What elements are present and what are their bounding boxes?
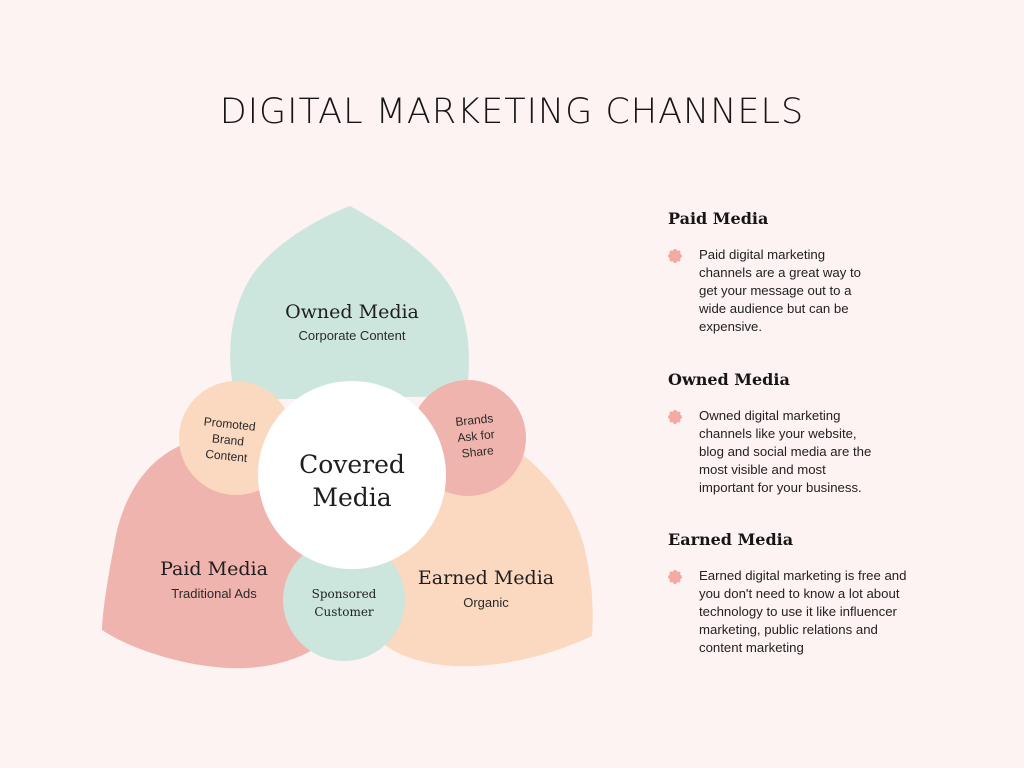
- description-line: Earned digital marketing is free and: [699, 568, 907, 583]
- center-line-1: Covered: [299, 450, 405, 479]
- promoted-line-3: Content: [205, 447, 249, 465]
- section-owned-media: Owned Media Owned digital marketing chan…: [668, 370, 958, 497]
- brands-line-3: Share: [461, 443, 495, 460]
- section-row: Paid digital marketing channels are a gr…: [668, 246, 958, 336]
- sponsored-line-1: Sponsored: [312, 587, 377, 601]
- owned-media-subtitle: Corporate Content: [299, 328, 406, 343]
- page-title: DIGITAL MARKETING CHANNELS: [219, 92, 805, 132]
- paid-media-title: Paid Media: [160, 558, 268, 580]
- description-line: expensive.: [699, 319, 763, 334]
- flower-bullet-icon: [668, 570, 682, 584]
- description-line: marketing, public relations and: [699, 622, 878, 637]
- description-line: Paid digital marketing: [699, 247, 826, 262]
- promoted-line-2: Brand: [211, 431, 244, 448]
- description-line: channels like your website,: [699, 426, 857, 441]
- earned-media-title: Earned Media: [418, 567, 554, 589]
- section-heading: Owned Media: [668, 370, 790, 389]
- sponsored-customer-circle: [283, 539, 405, 661]
- section-heading: Earned Media: [668, 530, 794, 549]
- flower-bullet-icon: [668, 249, 682, 263]
- description-line: technology to use it like influencer: [699, 604, 897, 619]
- section-earned-media: Earned Media Earned digital marketing is…: [668, 530, 958, 657]
- brands-line-2: Ask for: [457, 427, 496, 445]
- section-description: Owned digital marketing channels like yo…: [699, 407, 958, 497]
- section-paid-media: Paid Media Paid digital marketing channe…: [668, 209, 958, 336]
- owned-media-leaf: [230, 206, 469, 400]
- description-line: important for your business.: [699, 480, 862, 495]
- sponsored-line-2: Customer: [314, 605, 374, 619]
- owned-media-title: Owned Media: [285, 301, 419, 323]
- earned-media-subtitle: Organic: [463, 595, 509, 610]
- paid-media-subtitle: Traditional Ads: [171, 586, 257, 601]
- description-line: you don't need to know a lot about: [699, 586, 900, 601]
- description-line: content marketing: [699, 640, 804, 655]
- section-heading: Paid Media: [668, 209, 769, 228]
- center-line-2: Media: [312, 483, 391, 512]
- covered-media-circle: [258, 381, 446, 569]
- promoted-line-1: Promoted: [203, 414, 256, 433]
- section-row: Owned digital marketing channels like yo…: [668, 407, 958, 497]
- section-description: Earned digital marketing is free and you…: [699, 567, 958, 657]
- description-line: blog and social media are the: [699, 444, 872, 459]
- section-description: Paid digital marketing channels are a gr…: [699, 246, 958, 336]
- description-line: get your message out to a: [699, 283, 852, 298]
- description-line: wide audience but can be: [699, 301, 849, 316]
- description-line: channels are a great way to: [699, 265, 862, 280]
- description-line: Owned digital marketing: [699, 408, 841, 423]
- section-row: Earned digital marketing is free and you…: [668, 567, 958, 657]
- description-line: most visible and most: [699, 462, 826, 477]
- flower-bullet-icon: [668, 410, 682, 424]
- brands-line-1: Brands: [455, 411, 494, 429]
